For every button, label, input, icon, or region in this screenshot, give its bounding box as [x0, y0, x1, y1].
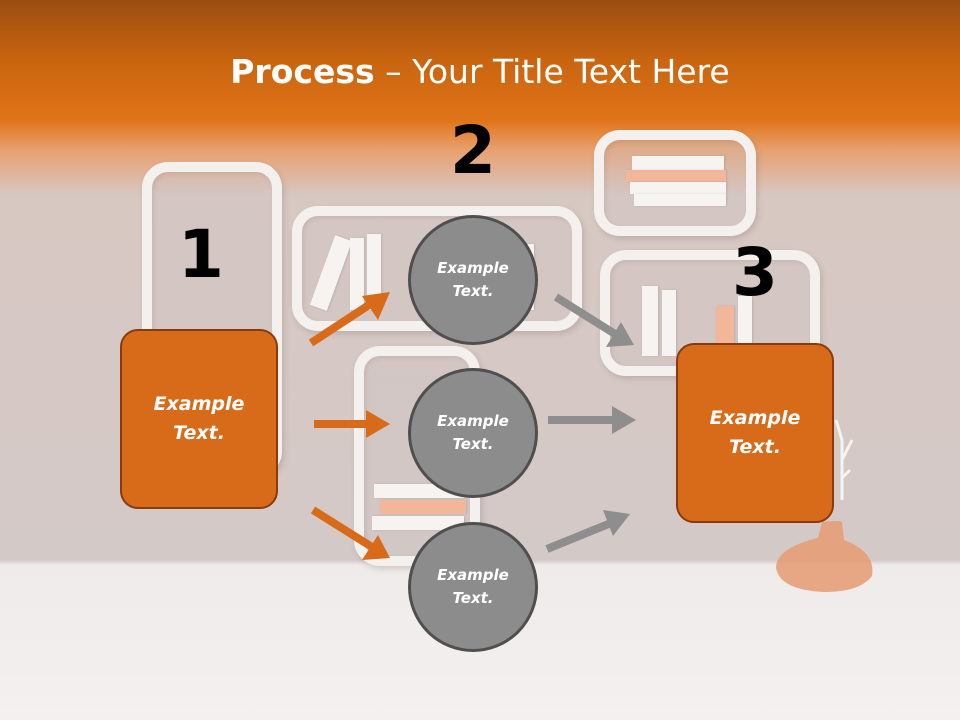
shelf-book — [626, 170, 726, 182]
shelf-book — [632, 156, 724, 170]
shelf-book — [642, 286, 658, 356]
step-3-text: Example Text. — [709, 407, 801, 458]
shelf-book — [372, 516, 464, 530]
vase-branch — [834, 419, 854, 500]
arrow-to-circle-2 — [314, 410, 390, 438]
shelf-book — [634, 194, 726, 206]
circle-bottom: Example Text. — [408, 522, 538, 652]
circle-top-text: Example Text. — [437, 259, 509, 300]
arrow-to-circle-1 — [308, 292, 390, 347]
shelf-book — [662, 290, 676, 356]
shelf-book — [630, 182, 726, 194]
arrow-from-circle-2 — [548, 406, 636, 434]
step-number-3: 3 — [732, 234, 778, 311]
step-1-text: Example Text. — [153, 393, 245, 444]
slide-title: Process – Your Title Text Here — [0, 52, 960, 91]
step-3-box: Example Text. — [676, 343, 834, 523]
shelf-book — [367, 234, 381, 310]
shelf-book — [380, 500, 466, 514]
step-number-2: 2 — [450, 112, 496, 189]
title-bold: Process — [230, 52, 375, 91]
circle-middle-text: Example Text. — [437, 412, 509, 453]
circle-middle: Example Text. — [408, 368, 538, 498]
circle-top: Example Text. — [408, 215, 538, 345]
shelf-book — [738, 296, 752, 356]
title-rest: – Your Title Text Here — [374, 52, 730, 91]
step-1-box: Example Text. — [120, 329, 278, 509]
arrow-from-circle-3 — [545, 510, 630, 553]
arrow-to-circle-3 — [310, 506, 390, 560]
arrow-from-circle-1 — [553, 293, 634, 347]
circle-bottom-text: Example Text. — [437, 566, 509, 607]
shelf-book — [350, 238, 364, 310]
step-number-1: 1 — [178, 216, 224, 293]
vase-body — [776, 521, 873, 592]
